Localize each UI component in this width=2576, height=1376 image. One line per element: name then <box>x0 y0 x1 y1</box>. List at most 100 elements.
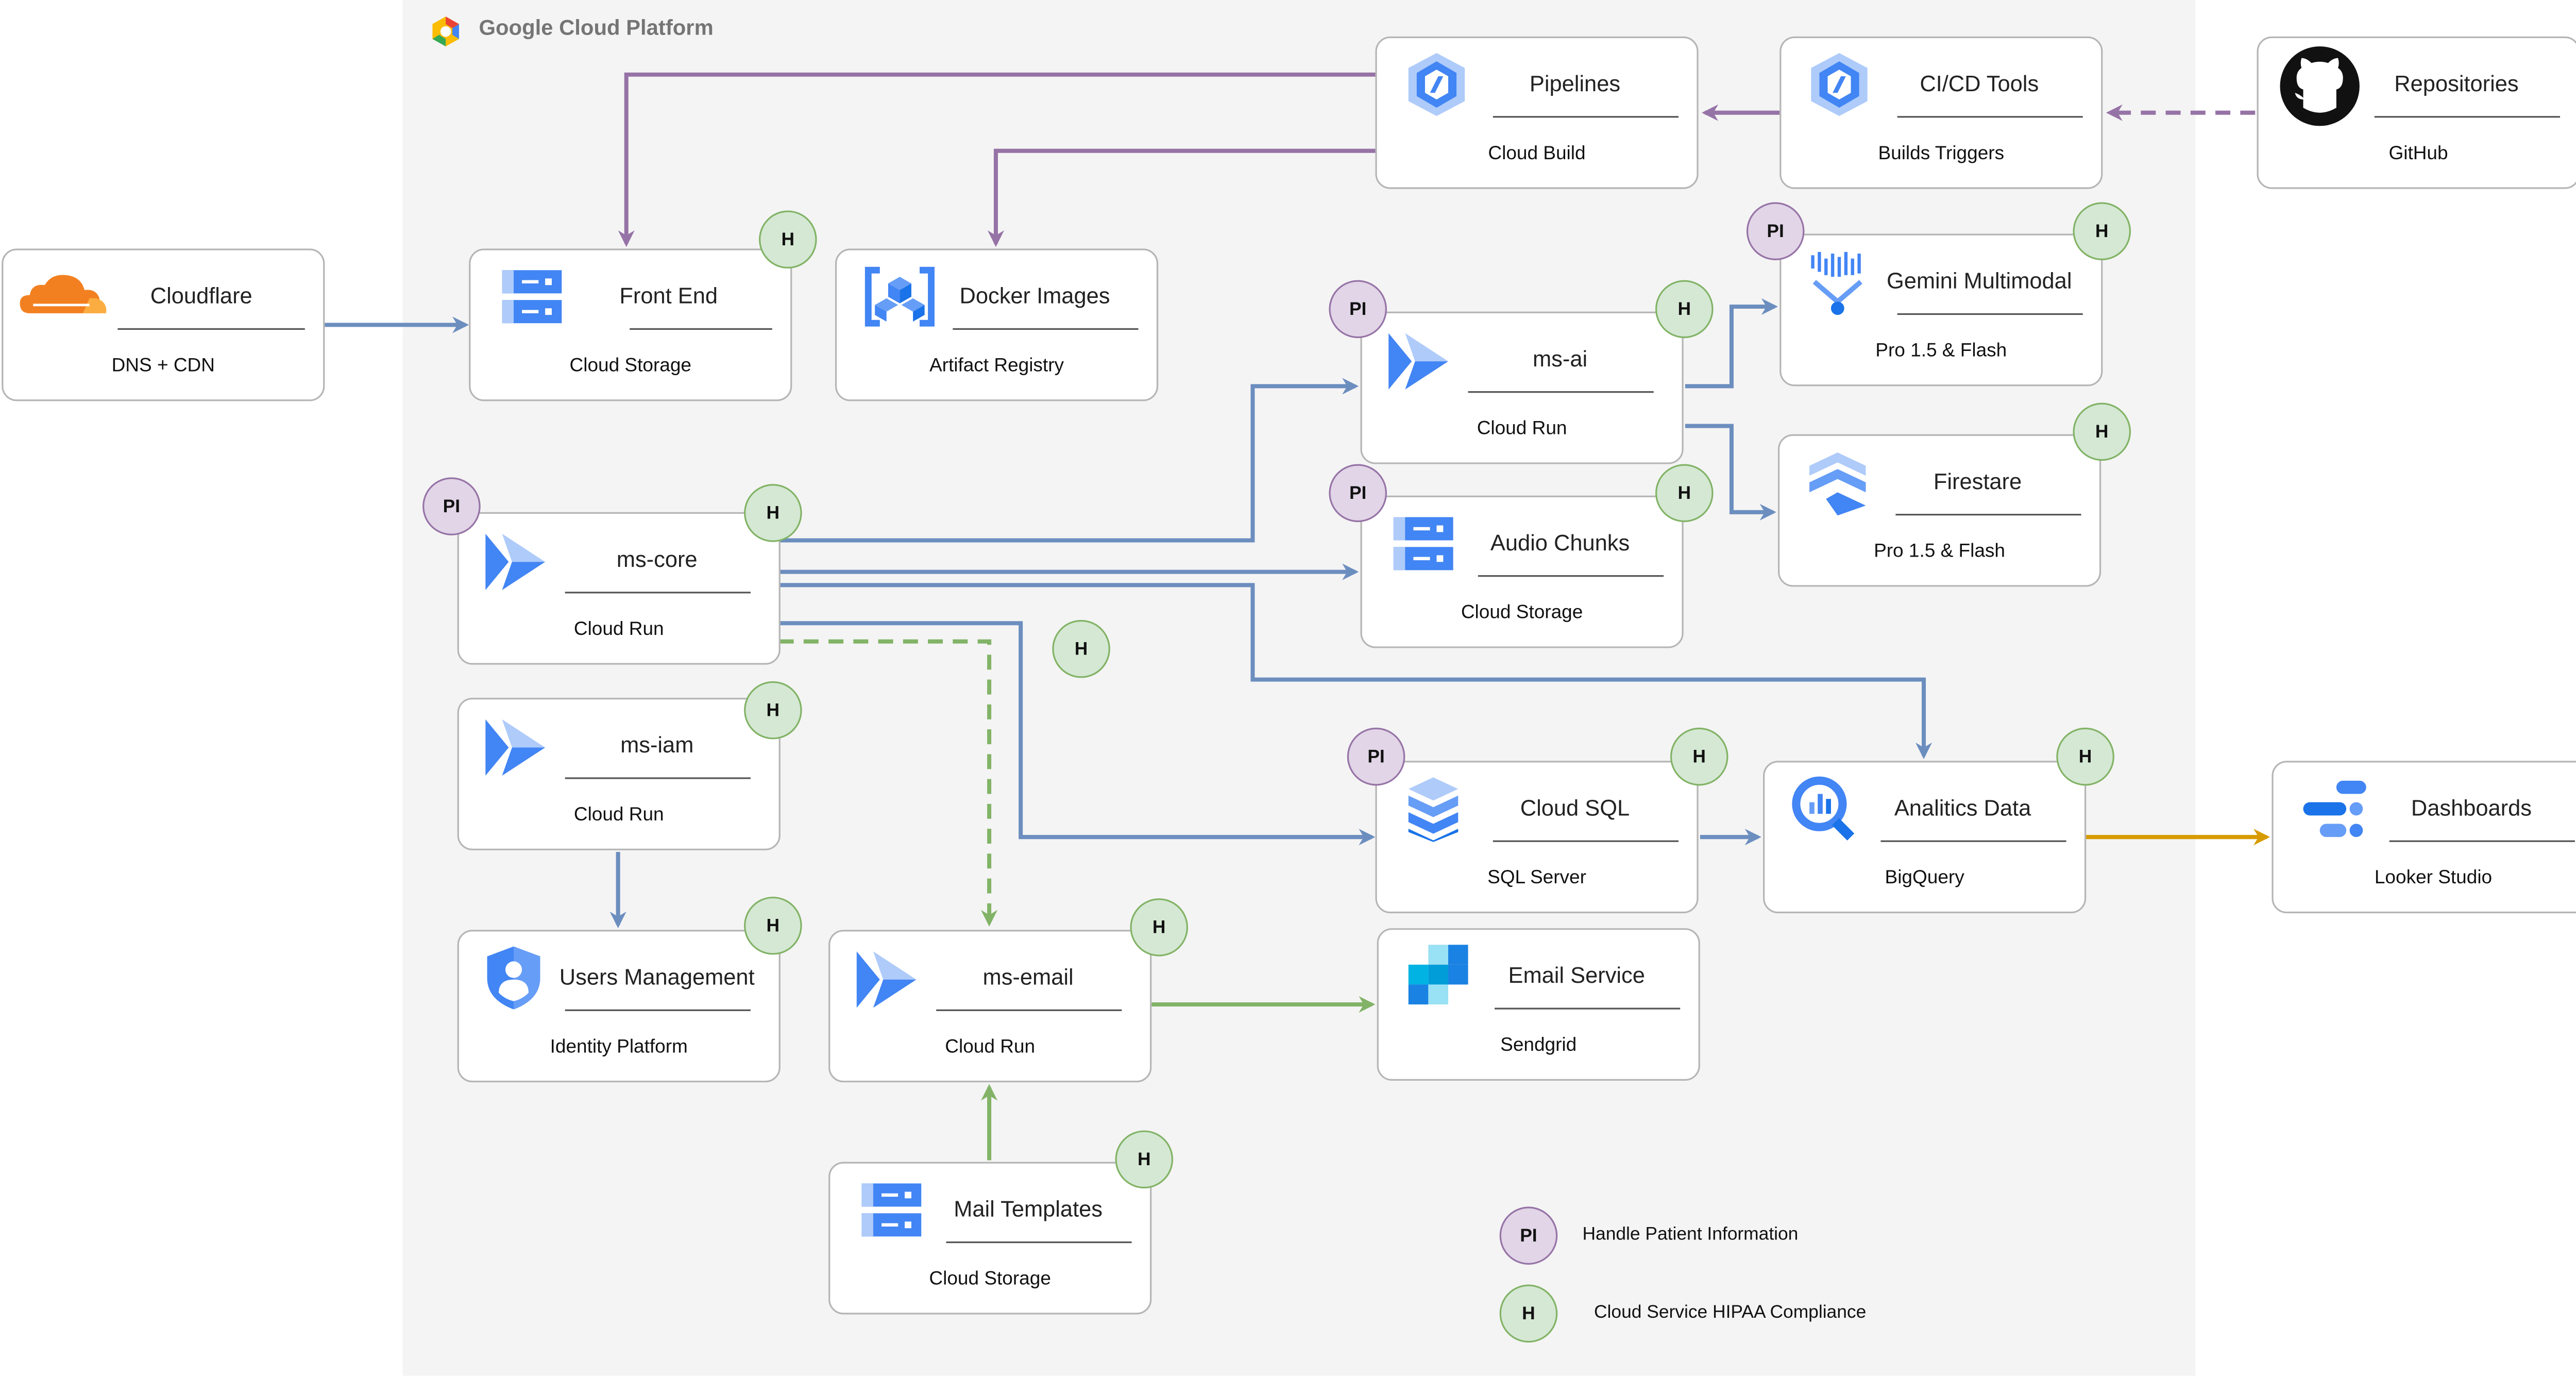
divider <box>1897 313 2083 315</box>
node-dashboards[interactable]: Dashboards Looker Studio <box>2272 761 2576 914</box>
cloud-run-icon <box>1388 333 1448 390</box>
cloud-storage-icon <box>502 270 562 324</box>
node-subtitle: Cloud Storage <box>929 1269 1051 1290</box>
node-frontend[interactable]: Front End Cloud Storage <box>469 248 792 401</box>
node-audio-chunks[interactable]: Audio Chunks Cloud Storage <box>1360 495 1684 648</box>
node-title: Repositories <box>2394 71 2519 96</box>
looker-studio-icon <box>2303 780 2366 837</box>
divider <box>2374 116 2561 118</box>
node-docker-images[interactable]: Docker Images Artifact Registry <box>835 248 1159 401</box>
node-subtitle: SQL Server <box>1487 868 1586 888</box>
cloud-run-icon <box>485 719 546 776</box>
node-subtitle: Cloud Storage <box>569 356 692 377</box>
edge-mscore-analytics <box>778 583 1933 760</box>
bigquery-icon <box>1792 776 1855 841</box>
node-title: Mail Templates <box>954 1197 1103 1222</box>
divider <box>630 328 772 330</box>
node-title: Docker Images <box>959 283 1110 309</box>
node-title: Cloud SQL <box>1520 795 1630 821</box>
node-subtitle: GitHub <box>2388 144 2448 164</box>
node-title: ms-core <box>616 547 698 572</box>
node-ms-email[interactable]: ms-email Cloud Run <box>828 930 1152 1083</box>
edge-msai-gemini <box>1685 298 1778 389</box>
cloud-build-icon <box>1408 53 1465 116</box>
node-gemini-multimodal[interactable]: Gemini Multimodal Pro 1.5 & Flash <box>1780 233 2103 387</box>
patient-info-badge: PI <box>1347 727 1405 786</box>
node-title: ms-iam <box>620 732 694 758</box>
cloudflare-cloud-icon <box>20 275 107 313</box>
node-cicd-tools[interactable]: CI/CD Tools Builds Triggers <box>1780 36 2103 189</box>
divider <box>1880 840 2066 842</box>
cloud-run-icon <box>856 951 917 1008</box>
node-subtitle: Cloud Run <box>945 1037 1036 1058</box>
hipaa-badge: H <box>1052 619 1110 678</box>
node-users-management[interactable]: Users Management Identity Platform <box>457 930 781 1083</box>
node-analytics-data[interactable]: Analitics Data BigQuery <box>1763 761 2087 914</box>
hipaa-badge: H <box>2056 727 2114 786</box>
cloud-sql-icon <box>1408 777 1459 842</box>
edge-pipelines-frontend <box>618 72 1376 247</box>
node-subtitle: Pro 1.5 & Flash <box>1875 341 2007 362</box>
sendgrid-icon <box>1408 945 1468 1005</box>
node-ms-core[interactable]: ms-core Cloud Run <box>457 512 781 665</box>
node-title: Email Service <box>1508 963 1645 988</box>
hipaa-badge: H <box>744 896 802 955</box>
node-subtitle: Pro 1.5 & Flash <box>1874 542 2006 562</box>
divider <box>117 328 305 330</box>
node-subtitle: Cloud Run <box>1477 419 1567 440</box>
node-cloudflare[interactable]: Cloudflare DNS + CDN <box>2 248 325 401</box>
patient-info-badge: PI <box>1329 464 1387 523</box>
node-title: ms-ai <box>1532 346 1588 372</box>
node-repositories[interactable]: Repositories GitHub <box>2257 36 2576 189</box>
divider <box>1895 514 2081 516</box>
edge-pipelines-docker <box>987 148 1376 247</box>
node-title: Front End <box>619 283 718 309</box>
hipaa-badge: H <box>2073 202 2131 260</box>
github-icon <box>2280 46 2360 126</box>
node-ms-iam[interactable]: ms-iam Cloud Run <box>457 698 781 850</box>
edge-mscore-msemail <box>778 639 998 927</box>
node-title: Audio Chunks <box>1490 530 1630 556</box>
legend-hipaa-badge: H <box>1499 1284 1558 1343</box>
node-firestore[interactable]: Firestare Pro 1.5 & Flash <box>1777 434 2102 587</box>
divider <box>953 328 1139 330</box>
node-subtitle: BigQuery <box>1885 868 1964 888</box>
node-cloud-sql[interactable]: Cloud SQL SQL Server <box>1375 761 1699 914</box>
node-subtitle: Cloud Run <box>573 619 664 640</box>
divider <box>946 1241 1132 1244</box>
cloud-run-icon <box>485 533 546 590</box>
firestore-icon <box>1809 452 1866 516</box>
divider <box>1495 1008 1681 1010</box>
node-title: ms-email <box>982 964 1074 990</box>
hipaa-badge: H <box>1670 727 1728 786</box>
node-subtitle: Looker Studio <box>2374 868 2493 888</box>
hipaa-badge: H <box>744 484 802 542</box>
hipaa-badge: H <box>1655 280 1714 339</box>
gcp-hexagon-icon <box>432 16 459 47</box>
divider <box>565 592 751 594</box>
patient-info-badge: PI <box>1329 280 1387 339</box>
edge-msai-firestore <box>1685 424 1776 521</box>
gcp-boundary <box>402 0 2196 1376</box>
patient-info-badge: PI <box>1746 202 1805 260</box>
node-title: CI/CD Tools <box>1920 71 2039 96</box>
patient-info-badge: PI <box>422 477 481 535</box>
node-ms-ai[interactable]: ms-ai Cloud Run <box>1360 311 1684 464</box>
node-mail-templates[interactable]: Mail Templates Cloud Storage <box>828 1162 1152 1315</box>
node-title: Dashboards <box>2411 795 2532 821</box>
node-title: Pipelines <box>1529 71 1621 96</box>
hipaa-badge: H <box>1655 464 1714 523</box>
divider <box>1493 116 1679 118</box>
node-subtitle: Cloud Run <box>573 806 664 826</box>
node-subtitle: DNS + CDN <box>111 356 215 377</box>
node-subtitle: Artifact Registry <box>929 356 1064 377</box>
divider <box>1478 575 1664 577</box>
edge-mscore-msai <box>778 378 1359 543</box>
node-email-service[interactable]: Email Service Sendgrid <box>1377 928 1700 1081</box>
node-subtitle: Sendgrid <box>1500 1036 1577 1056</box>
hipaa-badge: H <box>1130 898 1189 957</box>
node-title: Firestare <box>1933 469 2022 494</box>
node-pipelines[interactable]: Pipelines Cloud Build <box>1375 36 1699 189</box>
